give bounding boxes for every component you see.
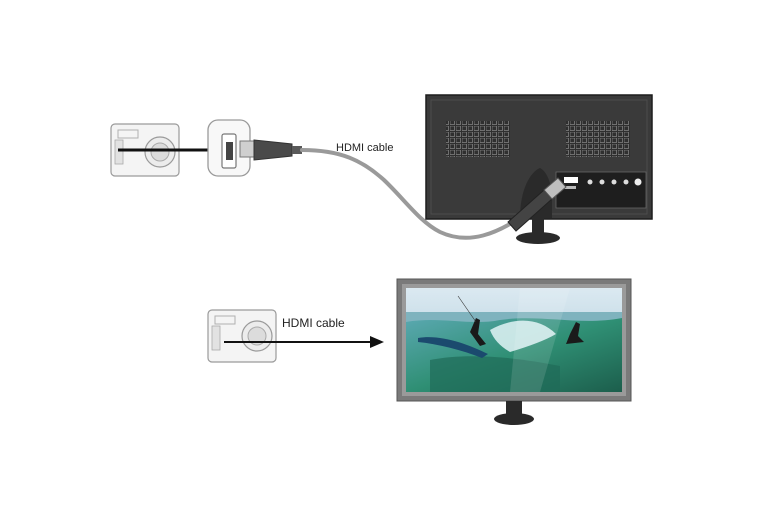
hdmi-port-icon — [207, 119, 251, 177]
monitor-stand — [494, 401, 534, 425]
tv-left-vent — [446, 121, 510, 157]
top-hdmi-cable — [300, 148, 522, 240]
bottom-cable-label: HDMI cable — [282, 316, 345, 330]
bottom-camera-icon — [207, 309, 277, 363]
monitor-icon — [396, 278, 632, 402]
tv-hdmi-plug — [507, 177, 567, 232]
bottom-connection-arrow — [224, 336, 384, 348]
tv-right-vent — [566, 121, 630, 157]
top-cable-label: HDMI cable — [336, 142, 394, 154]
hdmi-plug-icon — [239, 139, 302, 161]
monitor-screen-image — [406, 288, 622, 392]
